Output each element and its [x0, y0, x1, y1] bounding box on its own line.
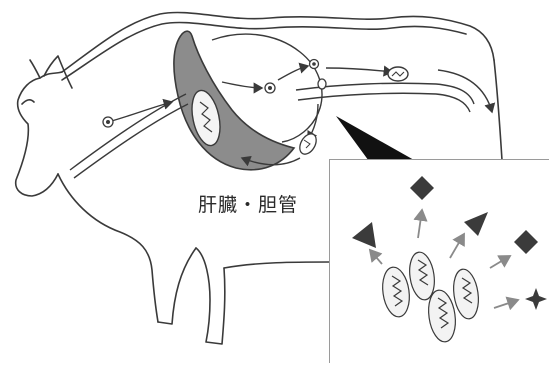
arrow-to-snail [326, 68, 392, 72]
triangle-icon [464, 212, 488, 236]
diamond-icon [410, 176, 434, 200]
snail-icon [388, 67, 408, 81]
triangle-icon [352, 222, 376, 248]
miracidium-icon [310, 60, 319, 69]
organ-label: 肝臓・胆管 [198, 190, 298, 217]
arrow-icon [370, 250, 382, 264]
adult-fluke-icon [380, 265, 413, 318]
migration-path [70, 94, 186, 170]
fluke-egg-icon [265, 83, 275, 93]
migrating-fluke-icon [103, 117, 113, 127]
star-icon [525, 288, 547, 310]
adult-fluke-icon [451, 268, 482, 321]
arrow-down-right [438, 70, 492, 112]
arrow-liver-to-egg [222, 82, 262, 88]
inset-zoom-panel [329, 159, 549, 363]
arrow-icon [490, 256, 510, 268]
intestine-lower [298, 93, 470, 112]
diamond-icon [514, 230, 538, 254]
arrow-icon [418, 210, 422, 238]
cercaria-icon [318, 79, 326, 89]
arrow-icon [450, 234, 464, 258]
liver-icon [174, 31, 294, 170]
arrow-back-to-liver [108, 102, 172, 122]
arrow-egg-to-miracidium [278, 66, 308, 80]
arrow-icon [494, 300, 518, 308]
